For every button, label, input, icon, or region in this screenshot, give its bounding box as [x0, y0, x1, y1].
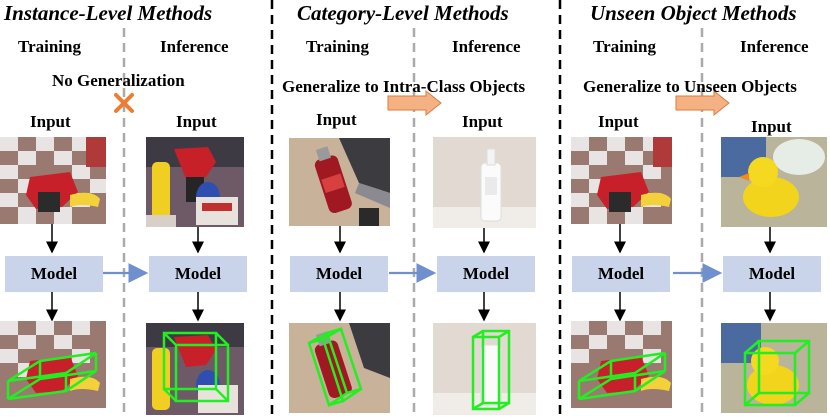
training-label-instance: Training [18, 37, 81, 56]
drill-inference-input-image [146, 137, 244, 227]
input-label-unseen-train: Input [598, 112, 639, 131]
duck-inference-input-image [721, 137, 827, 227]
model-box-category-infer: Model [437, 256, 535, 292]
bottle-training-input-image [289, 138, 390, 226]
white-bottle-inference-input-image [433, 137, 536, 228]
model-box-instance-infer: Model [149, 256, 247, 292]
section-title-category: Category-Level Methods [297, 1, 509, 25]
bounding-box [307, 327, 363, 407]
bounding-box [577, 351, 667, 401]
model-box-category-train: Model [290, 256, 388, 292]
note-unseen: Generalize to Unseen Objects [583, 77, 797, 96]
input-label-category-train: Input [316, 110, 357, 129]
white-bottle-inference-output-image [433, 323, 536, 415]
note-category: Generalize to Intra-Class Objects [282, 77, 526, 96]
inference-label-instance: Inference [160, 37, 229, 56]
note-instance: No Generalization [52, 71, 185, 90]
inference-label-unseen: Inference [740, 37, 809, 56]
drill-training-output-image [0, 321, 106, 408]
drill-inference-output-image [146, 323, 244, 415]
inference-label-category: Inference [452, 37, 521, 56]
section-title-unseen: Unseen Object Methods [590, 1, 797, 25]
training-label-unseen: Training [593, 37, 656, 56]
training-label-category: Training [306, 37, 369, 56]
bounding-box [743, 339, 811, 407]
model-box-unseen-infer: Model [723, 256, 821, 292]
drill-training-input-image [0, 137, 106, 224]
input-label-unseen-infer: Input [751, 117, 792, 136]
drill-unseen-training-output-image [571, 321, 672, 408]
input-label-instance-train: Input [30, 112, 71, 131]
model-box-unseen-train: Model [572, 256, 670, 292]
duck-inference-output-image [721, 323, 827, 413]
bounding-box [6, 351, 98, 401]
generalize-arrow-category [387, 89, 442, 117]
model-to-output-arrows [46, 292, 776, 322]
input-label-instance-infer: Input [176, 112, 217, 131]
bounding-box [471, 329, 511, 411]
bounding-box [162, 331, 230, 403]
input-to-model-arrows [46, 224, 776, 254]
generalize-arrow-unseen [675, 89, 730, 117]
bottle-training-output-image [289, 323, 390, 413]
section-title-instance: Instance-Level Methods [4, 1, 213, 25]
model-box-instance-train: Model [5, 256, 103, 292]
input-label-category-infer: Input [462, 112, 503, 131]
drill-unseen-training-input-image [571, 137, 672, 224]
no-generalization-cross-icon [114, 93, 134, 113]
